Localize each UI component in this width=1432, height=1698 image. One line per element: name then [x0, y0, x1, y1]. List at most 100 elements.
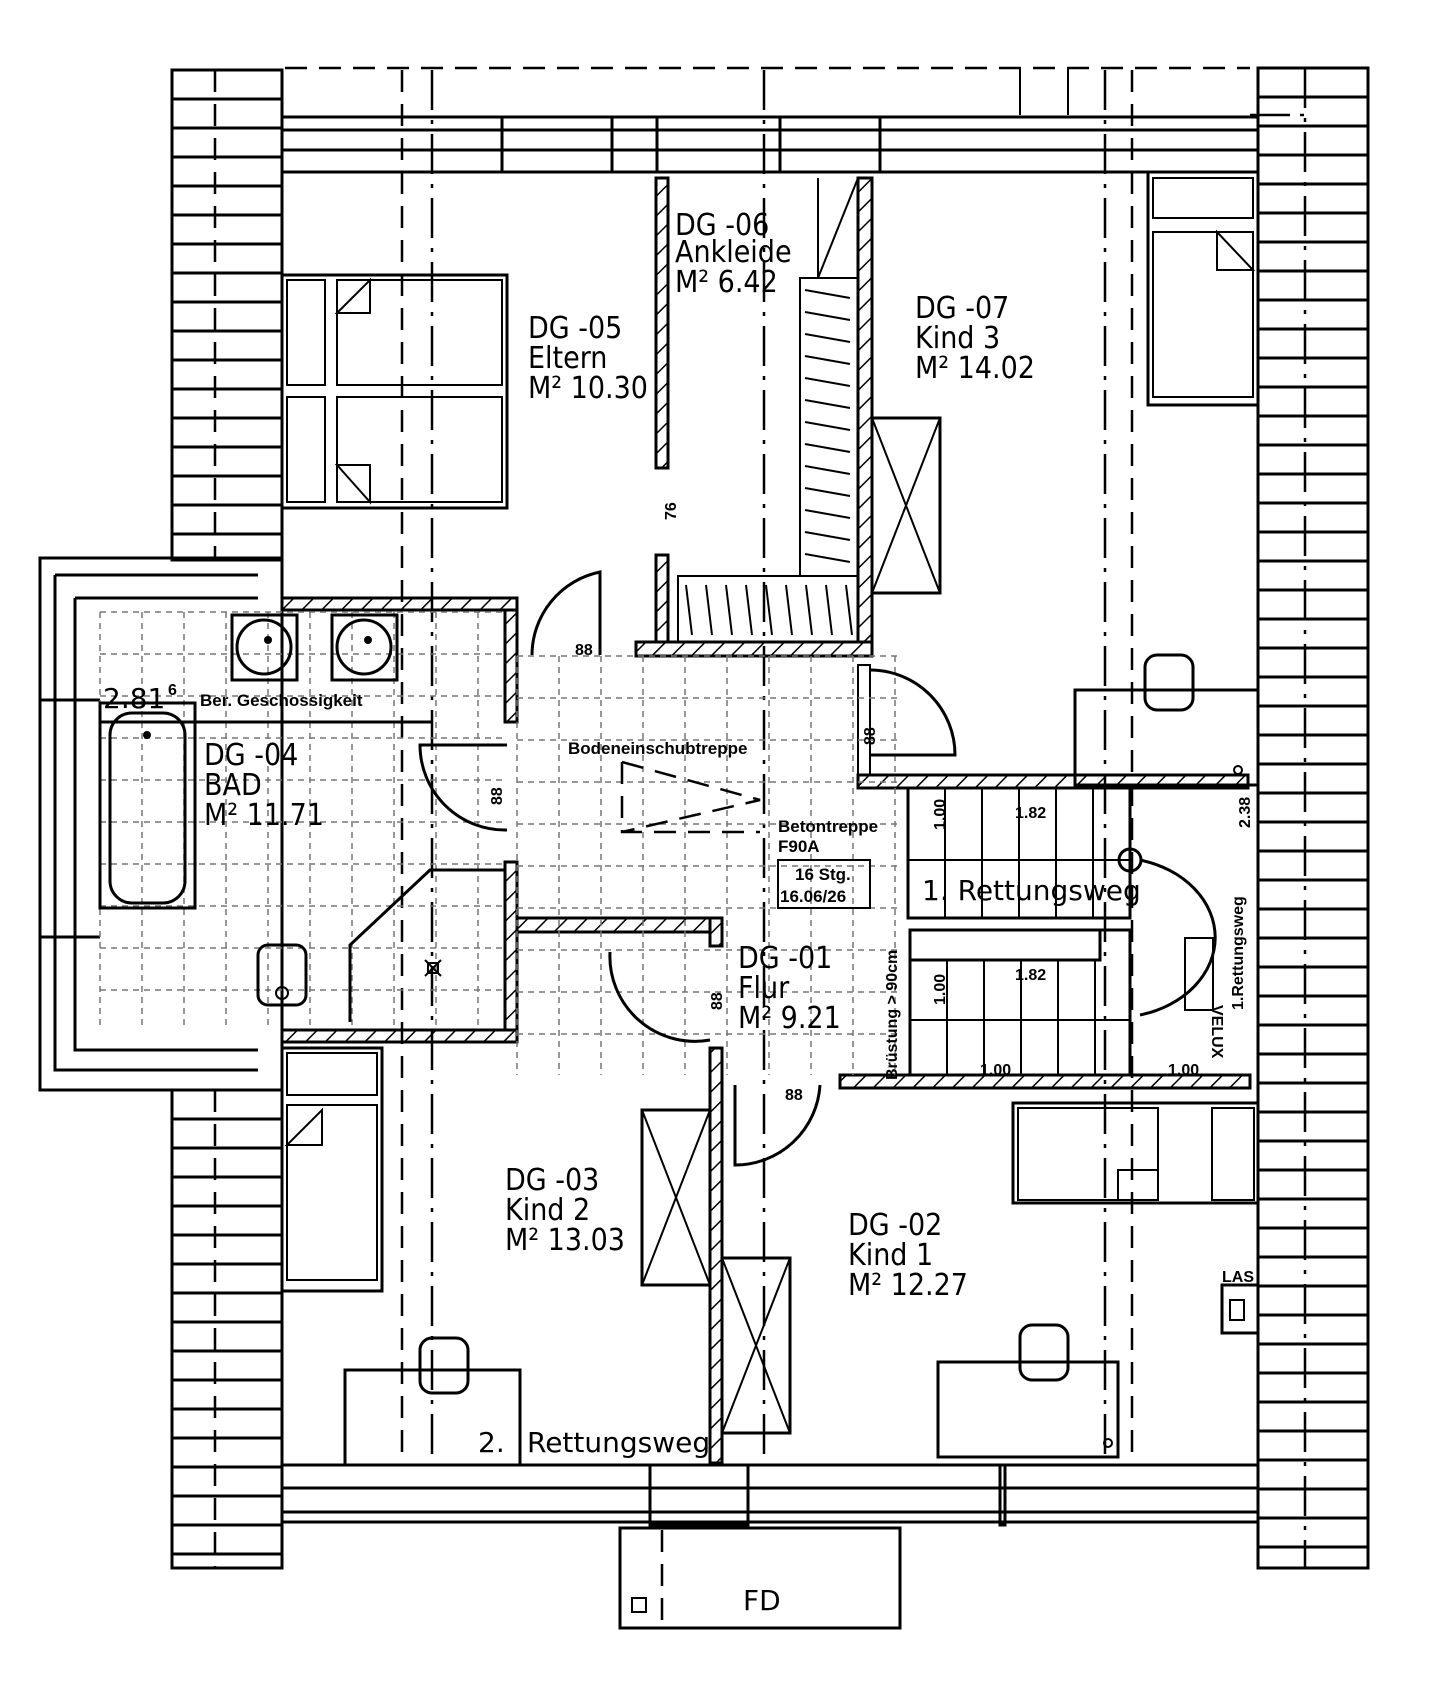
rettungsweg-vertical-label: 1.Rettungsweg: [1230, 896, 1247, 1010]
svg-text:88: 88: [575, 642, 593, 659]
hanger-line: [765, 584, 773, 636]
staircase: [906, 786, 1217, 1077]
svg-text:88: 88: [489, 787, 506, 805]
shower: [348, 868, 505, 1022]
room-dg07: DG -07 Kind 3 M² 14.02: [915, 291, 1035, 386]
bathtub: [98, 701, 197, 910]
dimension-76: 76: [663, 502, 680, 520]
svg-text:Kind 3: Kind 3: [915, 321, 1000, 356]
roof-lines: [400, 70, 1134, 1460]
velux-label: VELUX: [1208, 1005, 1225, 1059]
top-facade: [282, 68, 1258, 174]
svg-text:88: 88: [709, 992, 726, 1010]
hanger-line: [804, 311, 851, 321]
single-bed-kind2: [280, 1046, 384, 1293]
flur-tiles: [516, 655, 900, 1075]
svg-text:1.00: 1.00: [1168, 1062, 1199, 1079]
svg-text:1.00: 1.00: [932, 799, 949, 830]
sinks: [230, 613, 399, 682]
rettungsweg-2-number: 2.: [478, 1426, 505, 1459]
interior-walls: [280, 172, 1252, 1465]
roof-tiles-right: [1256, 66, 1370, 1570]
desk-kind3: [1073, 653, 1260, 787]
svg-text:M² 11.71: M² 11.71: [204, 798, 324, 833]
svg-text:1.00: 1.00: [980, 1062, 1011, 1079]
svg-text:1.82: 1.82: [1015, 967, 1046, 984]
svg-text:M² 13.03: M² 13.03: [505, 1223, 625, 1258]
desk-kind1: [936, 1323, 1120, 1459]
flat-roof-box: [618, 1526, 902, 1630]
single-bed-kind3: [1146, 170, 1260, 407]
rettungsweg-2-label: Rettungsweg: [527, 1426, 710, 1459]
hanger-line: [804, 531, 851, 541]
svg-text:88: 88: [785, 1087, 803, 1104]
annotations: 2.81 6 Ber. Geschossigkeit Bodeneinschub…: [100, 502, 1254, 1617]
las-outlet: [1220, 1283, 1260, 1335]
toilet: [256, 943, 308, 1007]
steps-count: 16 Stg.: [795, 865, 851, 884]
svg-text:1.82: 1.82: [1015, 805, 1046, 822]
svg-text:M² 12.27: M² 12.27: [848, 1268, 968, 1303]
dimension-238: 2.38: [1237, 797, 1254, 828]
svg-text:BAD: BAD: [204, 768, 262, 803]
las-label: LAS: [1222, 1269, 1254, 1286]
svg-text:Flur: Flur: [738, 971, 790, 1006]
hanger-line: [825, 584, 833, 636]
svg-text:16.06/26: 16.06/26: [780, 887, 846, 906]
hanger-line: [804, 509, 851, 519]
svg-text:DG -07: DG -07: [915, 291, 1009, 326]
rettungsweg-1-label: 1. Rettungsweg: [922, 874, 1141, 907]
room-dg04: DG -04 BAD M² 11.71: [204, 738, 324, 833]
svg-text:DG -05: DG -05: [528, 311, 622, 346]
hanger-line: [745, 584, 753, 636]
hanger-line: [804, 399, 851, 409]
svg-text:M² 9.21: M² 9.21: [738, 1001, 841, 1036]
svg-text:DG -06: DG -06: [675, 208, 769, 243]
hanger-line: [804, 553, 851, 563]
room-dg03: DG -03 Kind 2 M² 13.03: [505, 1163, 625, 1258]
hanger-line: [804, 289, 851, 299]
bruestung-label: Brüstung > 90cm: [884, 950, 901, 1080]
svg-text:M² 6.42: M² 6.42: [675, 265, 778, 300]
double-bed: [280, 273, 509, 510]
doors: [418, 570, 957, 1167]
room-dg05: DG -05 Eltern M² 10.30: [528, 311, 648, 406]
hanger-line: [804, 377, 851, 387]
hanger-line: [685, 584, 693, 636]
hanger-line: [804, 333, 851, 343]
svg-text:DG -02: DG -02: [848, 1208, 942, 1243]
roof-outline: [285, 66, 1310, 117]
svg-text:1.00: 1.00: [932, 974, 949, 1005]
hanger-line: [805, 584, 813, 636]
wardrobes: [640, 416, 942, 1435]
room-dg02: DG -02 Kind 1 M² 12.27: [848, 1208, 968, 1303]
svg-text:6: 6: [168, 682, 177, 699]
hanger-line: [785, 584, 793, 636]
svg-text:88: 88: [862, 727, 879, 745]
desk-kind2: [343, 1336, 522, 1467]
hanger-line: [804, 443, 851, 453]
roof-tiles-left: [170, 68, 284, 1570]
svg-text:Kind 2: Kind 2: [505, 1193, 590, 1228]
hanger-line: [705, 584, 713, 636]
svg-text:Ankleide: Ankleide: [675, 235, 792, 270]
svg-text:DG -03: DG -03: [505, 1163, 599, 1198]
bodeneinschub-label: Bodeneinschubtreppe: [568, 739, 747, 758]
svg-text:DG -01: DG -01: [738, 941, 832, 976]
single-bed-kind1: [1011, 1101, 1260, 1205]
svg-text:Eltern: Eltern: [528, 341, 607, 376]
hanger-line: [804, 421, 851, 431]
svg-text:Kind 1: Kind 1: [848, 1238, 933, 1273]
hanger-line: [804, 487, 851, 497]
hanger-line: [845, 584, 853, 636]
hanger-line: [725, 584, 733, 636]
svg-text:DG -04: DG -04: [204, 738, 298, 773]
room-dg06: DG -06 Ankleide M² 6.42: [675, 208, 792, 300]
ber-geschossigkeit-label: Ber. Geschossigkeit: [200, 691, 363, 710]
bath-tiles: [99, 611, 505, 1028]
hanger-line: [804, 465, 851, 475]
svg-text:M² 10.30: M² 10.30: [528, 371, 648, 406]
room-dg01: DG -01 Flur M² 9.21: [738, 941, 841, 1036]
hanger-line: [804, 355, 851, 365]
